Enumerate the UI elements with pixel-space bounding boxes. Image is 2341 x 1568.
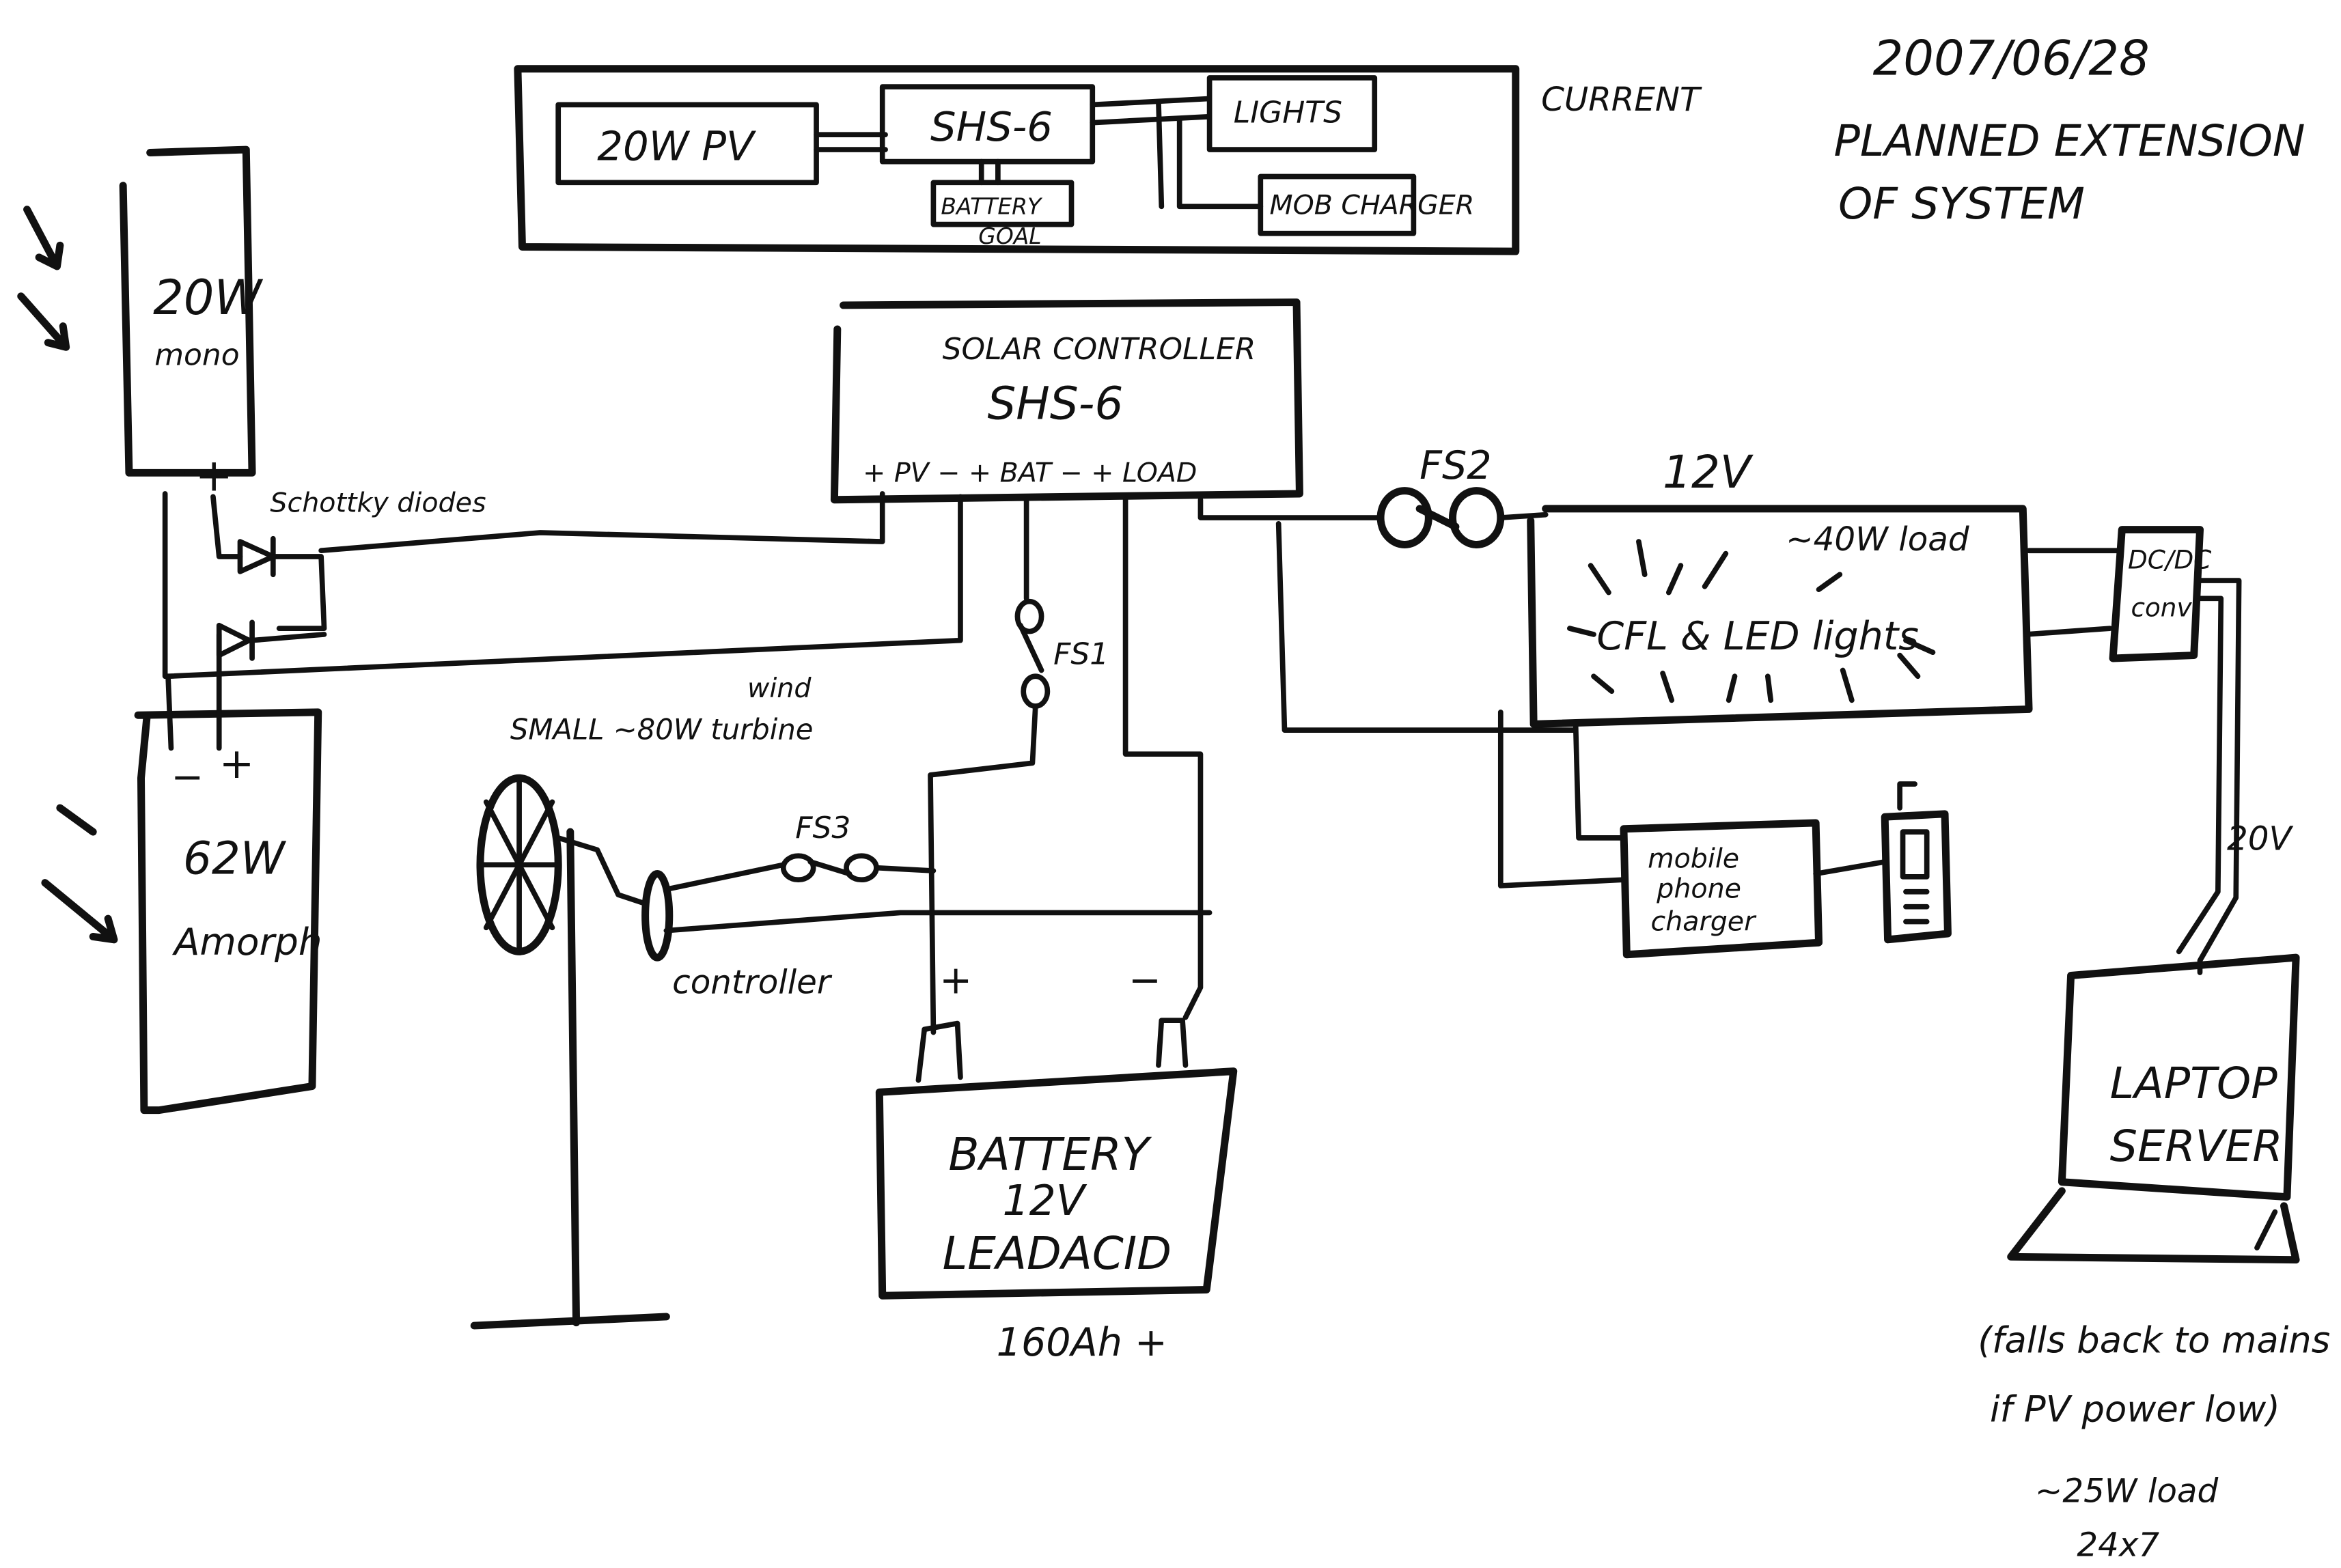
fuse-fs1: FS1 (928, 496, 1204, 1035)
dcdc-label-2: conv (2131, 593, 2192, 623)
wind-turbine: wind SMALL ~80W turbine controller (470, 673, 1213, 1330)
dcdc-label-1: DC/DC (2128, 545, 2211, 575)
charger-line-1: mobile (1648, 843, 1739, 875)
fs3-label: FS3 (795, 811, 850, 845)
load-bus: FS2 12V (1197, 443, 1754, 733)
battery-line-2: 12V (1002, 1177, 1087, 1225)
charger-line-3: charger (1650, 906, 1757, 938)
title-line-2: OF SYSTEM (1838, 179, 2085, 229)
battery-plus: + (939, 958, 972, 1003)
laptop-voltage: 20V (2227, 820, 2294, 858)
current-battery-label: BATTERY (941, 193, 1043, 219)
light-rays-icon (1567, 539, 1936, 703)
laptop-line-2: SERVER (2110, 1121, 2283, 1172)
battery-minus: − (1128, 958, 1161, 1003)
fs2-label: FS2 (1419, 443, 1491, 488)
amorph-plus: + (219, 740, 255, 788)
laptop-server: LAPTOP SERVER (falls back to mains if PV… (1978, 953, 2330, 1565)
current-lights-label: LIGHTS (1234, 96, 1342, 130)
current-label: CURRENT (1541, 81, 1702, 119)
laptop-load-2: 24x7 (2077, 1526, 2159, 1565)
turbine-label-main: SMALL ~80W turbine (510, 712, 814, 746)
sun-arrows-icon (17, 206, 118, 944)
turbine-controller: controller (672, 964, 833, 1002)
diodes-label: Schottky diodes (270, 487, 486, 518)
battery-line-1: BATTERY (948, 1128, 1152, 1181)
lights-load: ~40W load (1786, 520, 1969, 559)
lights-box: ~40W load CFL & LED lights (1527, 505, 2033, 728)
controller-title: SOLAR CONTROLLER (943, 332, 1256, 367)
bus-voltage: 12V (1663, 446, 1754, 499)
current-battery-goal: GOAL (978, 223, 1041, 249)
laptop-load-1: ~25W load (2035, 1472, 2219, 1511)
laptop-note-2: if PV power low) (1990, 1388, 2280, 1430)
amorph-panel: 62W Amorph − + (134, 708, 322, 1115)
lights-label: CFL & LED lights (1596, 614, 1919, 659)
title-line-1: PLANNED EXTENSION (1833, 116, 2305, 167)
charger-line-2: phone (1656, 873, 1741, 905)
mono-watts: 20W (153, 270, 264, 326)
mobile-phone-icon (1881, 781, 1952, 944)
controller-model: SHS-6 (987, 378, 1123, 430)
battery: + − BATTERY 12V LEADACID 160Ah + (875, 958, 1238, 1365)
current-controller-label: SHS-6 (930, 103, 1053, 150)
current-charger-label: MOB CHARGER (1269, 189, 1474, 221)
current-pv-label: 20W PV (597, 122, 756, 169)
dcdc-converter: DC/DC conv 20V (2023, 526, 2294, 975)
fs1-label: FS1 (1053, 637, 1109, 672)
date-label: 2007/06/28 (1873, 31, 2150, 87)
mono-minus: − (156, 449, 189, 494)
battery-line-3: LEADACID (943, 1227, 1172, 1280)
turbine-rotor-icon (476, 774, 562, 955)
mono-plus: + (195, 449, 233, 502)
fuse-fs3: FS3 (780, 811, 937, 883)
current-system-box: 20W PV SHS-6 LIGHTS BATTERY GOAL MOB CHA… (514, 65, 1702, 255)
amorph-type: Amorph (172, 920, 322, 964)
turbine-label-extra: wind (747, 673, 812, 704)
schottky-diodes: Schottky diodes (162, 487, 963, 751)
solar-controller: SOLAR CONTROLLER SHS-6 + PV − + BAT − + … (830, 298, 1303, 504)
laptop-note-1: (falls back to mains (1978, 1320, 2330, 1362)
amorph-minus: − (171, 755, 204, 800)
laptop-line-1: LAPTOP (2110, 1059, 2278, 1109)
amorph-watts: 62W (183, 832, 287, 885)
phone-charger: mobile phone charger (1497, 710, 1888, 959)
mono-panel: 20W mono − + (119, 145, 264, 502)
controller-terminals: + PV − + BAT − + LOAD (863, 457, 1197, 488)
mono-type: mono (154, 338, 239, 373)
battery-capacity: 160Ah + (997, 1320, 1167, 1365)
